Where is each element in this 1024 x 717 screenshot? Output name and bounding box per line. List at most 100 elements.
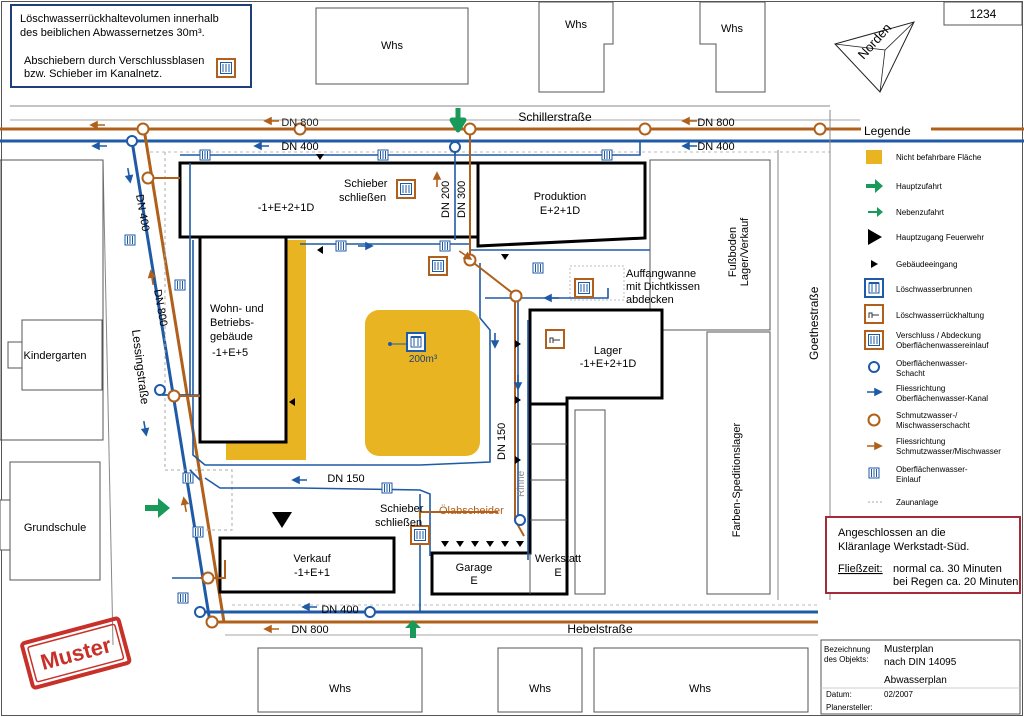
- dn400-label-bottom: DN 400: [321, 604, 358, 616]
- fire-entrance-icon: [272, 512, 292, 528]
- svg-text:Kläranlage Werkstadt-Süd.: Kläranlage Werkstadt-Süd.: [838, 541, 969, 553]
- cover-icon: [428, 256, 448, 276]
- svg-text:Oberflächenwassereinlauf: Oberflächenwassereinlauf: [896, 341, 989, 350]
- dn800-label-left: DN 800: [151, 288, 169, 327]
- schieber-label-2a: Schieber: [380, 503, 424, 515]
- svg-text:Angeschlossen an die: Angeschlossen an die: [838, 527, 946, 539]
- svg-text:Oberflächenwasser-: Oberflächenwasser-: [896, 359, 968, 368]
- kindergarten-label: Kindergarten: [24, 350, 87, 362]
- svg-text:Oberflächenwasser-: Oberflächenwasser-: [896, 465, 968, 474]
- dn150-label-bottom: DN 150: [327, 473, 364, 485]
- svg-text:Planersteller:: Planersteller:: [826, 703, 873, 712]
- legend-title: Legende: [864, 124, 911, 138]
- svg-text:bzw. Schieber im Kanalnetz.: bzw. Schieber im Kanalnetz.: [24, 68, 162, 80]
- lager-building: [528, 308, 664, 406]
- goethe-street-label: Goethestraße: [807, 286, 821, 360]
- whs-bottom-1: Whs: [329, 683, 352, 695]
- werkstatt-label: Werkstatt: [535, 553, 581, 565]
- wohn-floors: -1+E+5: [212, 347, 248, 359]
- svg-text:bei Regen ca. 20 Minuten: bei Regen ca. 20 Minuten: [893, 576, 1018, 588]
- verkauf-floors: -1+E+1: [294, 567, 330, 579]
- main-building-floors: -1+E+2+1D: [258, 202, 315, 214]
- plan-number: 1234: [970, 7, 997, 21]
- svg-text:Nebenzufahrt: Nebenzufahrt: [896, 208, 945, 217]
- legend: Legende: [860, 122, 1024, 503]
- wohn-label-1: Wohn- und: [210, 303, 264, 315]
- main-access-arrow-top: [449, 108, 467, 133]
- svg-text:Fließzeit:: Fließzeit:: [838, 563, 883, 575]
- schieber-label-1a: Schieber: [344, 178, 388, 190]
- lager-label: Lager: [594, 345, 622, 357]
- auffang-label-1: Auffangwanne: [626, 268, 696, 280]
- info-box: Löschwasserrückhaltevolumen innerhalb de…: [10, 4, 252, 88]
- whs-bottom-2: Whs: [529, 683, 552, 695]
- produktion-building: [476, 161, 647, 248]
- svg-text:Hauptzugang Feuerwehr: Hauptzugang Feuerwehr: [896, 233, 984, 242]
- farben-label: Farben-Speditionslager: [731, 422, 743, 537]
- svg-text:Löschwasserrückhaltevolumen in: Löschwasserrückhaltevolumen innerhalb: [20, 13, 219, 25]
- top-buildings: [315, 1, 1023, 93]
- title-block: Bezeichnung des Objekts: Musterplan nach…: [820, 639, 1021, 715]
- legend-labels: Nicht befahrbare Fläche Hauptzufahrt Neb…: [896, 153, 1001, 507]
- grundschule-label: Grundschule: [24, 522, 86, 534]
- svg-text:des Objekts:: des Objekts:: [824, 655, 868, 664]
- hebel-street-label: Hebelstraße: [567, 622, 633, 636]
- auffang-label-3: abdecken: [626, 294, 674, 306]
- svg-text:nach DIN 14095: nach DIN 14095: [884, 657, 957, 668]
- svg-text:02/2007: 02/2007: [884, 690, 913, 699]
- svg-text:Abschiebern durch Verschlussbl: Abschiebern durch Verschlussblasen: [24, 55, 204, 67]
- svg-text:Zaunanlage: Zaunanlage: [896, 498, 939, 507]
- whs-bottom-3: Whs: [689, 683, 712, 695]
- cover-icon: [574, 278, 594, 298]
- schieber-label-2b: schließen: [375, 517, 422, 529]
- svg-text:Mischwasserschacht: Mischwasserschacht: [896, 421, 971, 430]
- olabscheider-label: Ölabscheider: [439, 505, 504, 517]
- schieber-label-1b: schließen: [339, 192, 386, 204]
- muster-stamp: Muster: [20, 616, 132, 690]
- dn150-label-vertical: DN 150: [496, 423, 508, 460]
- cover-icon: [216, 58, 236, 78]
- volume-label: 200m³: [409, 354, 438, 365]
- svg-text:Bezeichnung: Bezeichnung: [824, 645, 870, 654]
- north-arrow: Norden: [834, 20, 915, 93]
- svg-text:Fliessrichtung: Fliessrichtung: [896, 437, 945, 446]
- whs-top-3: Whs: [721, 23, 744, 35]
- svg-text:Löschwasserbrunnen: Löschwasserbrunnen: [896, 285, 972, 294]
- verkauf-building: [218, 536, 396, 594]
- dn400-label-top-left: DN 400: [281, 141, 318, 153]
- svg-text:des beiblichen Abwassernetzes: des beiblichen Abwassernetzes 30m³.: [20, 27, 205, 39]
- wohn-label-3: gebäude: [210, 331, 253, 343]
- dn800-label-top-right: DN 800: [697, 117, 734, 129]
- lager-floors: -1+E+2+1D: [580, 358, 637, 370]
- produktion-floors: E+2+1D: [540, 205, 580, 217]
- svg-text:Gebäudeeingang: Gebäudeeingang: [896, 260, 957, 269]
- auffang-label-2: mit Dichtkissen: [626, 281, 700, 293]
- svg-text:Abwasserplan: Abwasserplan: [884, 675, 947, 686]
- schiller-street-label: Schillerstraße: [518, 110, 592, 124]
- svg-text:Musterplan: Musterplan: [884, 644, 933, 655]
- main-access-arrow-left: [145, 498, 170, 518]
- wohn-label-2: Betriebs-: [210, 317, 254, 329]
- treatment-plant-box: Angeschlossen an die Kläranlage Werkstad…: [825, 516, 1021, 594]
- fussboden-label-2: Lager/Verkauf: [739, 217, 751, 286]
- cover-icon: [396, 179, 416, 199]
- dn300-label: DN 300: [456, 181, 468, 218]
- werkstatt-floors: E: [554, 567, 561, 579]
- verkauf-label: Verkauf: [293, 553, 331, 565]
- whs-top-2: Whs: [565, 19, 588, 31]
- garage-label: Garage: [456, 562, 493, 574]
- hydrant-icon: [406, 332, 426, 352]
- svg-text:Datum:: Datum:: [826, 690, 852, 699]
- dn400-label-left: DN 400: [133, 193, 151, 232]
- svg-text:Schacht: Schacht: [896, 369, 926, 378]
- svg-text:Schmutzwasser/Mischwasser: Schmutzwasser/Mischwasser: [896, 447, 1001, 456]
- wohn-building: [198, 235, 288, 444]
- side-access-arrow-bottom: [405, 620, 421, 638]
- whs-top-1: Whs: [381, 40, 404, 52]
- dn200-label: DN 200: [440, 181, 452, 218]
- retention-icon: [545, 329, 565, 349]
- svg-text:Einlauf: Einlauf: [896, 475, 921, 484]
- svg-text:Nicht befahrbare Fläche: Nicht befahrbare Fläche: [896, 153, 982, 162]
